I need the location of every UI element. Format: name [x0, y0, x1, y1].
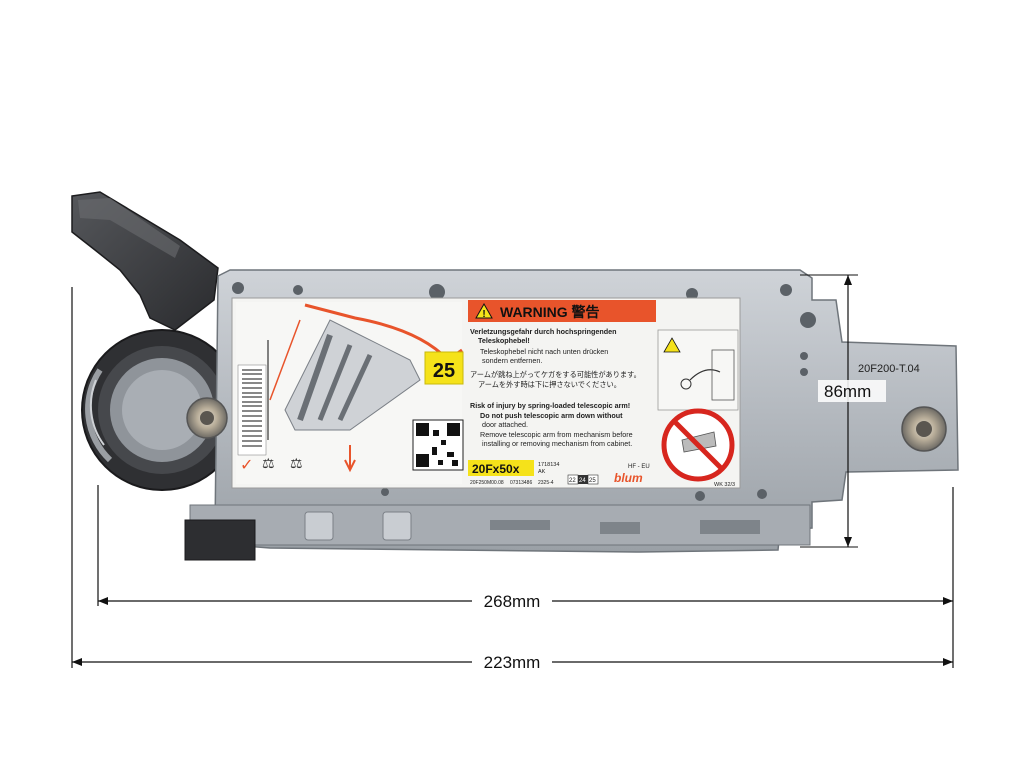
right-pictogram: WK 32/3 — [657, 329, 739, 488]
prohibited-icon — [661, 408, 735, 482]
svg-text:⚖: ⚖ — [290, 455, 303, 471]
svg-text:24: 24 — [579, 478, 586, 484]
model-name: 20Fx50x — [472, 462, 520, 476]
range-indicator: 22 24 25 — [567, 474, 599, 485]
svg-text:⚖: ⚖ — [262, 455, 275, 471]
svg-text:installing or removing mechani: installing or removing mechanism from ca… — [482, 439, 632, 448]
qr-code — [412, 419, 464, 471]
svg-text:Verletzungsgefahr durch hochsp: Verletzungsgefahr durch hochspringenden — [470, 327, 617, 336]
width-dimension-label: 268mm — [484, 592, 541, 611]
dimension-annotations — [71, 274, 954, 668]
brand-logo: blum — [614, 471, 643, 485]
instruction-sticker: ✓ ⚖ ⚖ 25 ! WARNING 警告 Verletzungsgefahr … — [231, 297, 741, 489]
left-bolt — [186, 397, 228, 439]
svg-text:22: 22 — [569, 478, 576, 484]
svg-text:2325-4: 2325-4 — [538, 480, 554, 486]
svg-text:✓: ✓ — [240, 457, 253, 474]
svg-text:25: 25 — [589, 478, 596, 484]
svg-text:WK 32/3: WK 32/3 — [714, 482, 735, 488]
part-number: 20F200-T.04 — [858, 363, 920, 375]
svg-text:Risk of injury by spring-loade: Risk of injury by spring-loaded telescop… — [470, 401, 630, 410]
svg-text:Remove telescopic arm from mec: Remove telescopic arm from mechanism bef… — [480, 430, 633, 439]
svg-text:Teleskophebel nicht nach unten: Teleskophebel nicht nach unten drücken — [480, 347, 608, 356]
svg-text:!: ! — [482, 309, 485, 320]
svg-text:AK: AK — [538, 469, 546, 475]
pictogram-area: ✓ ⚖ ⚖ — [236, 302, 463, 484]
svg-text:sondern entfernen.: sondern entfernen. — [482, 356, 542, 365]
svg-text:door attached.: door attached. — [482, 420, 528, 429]
svg-text:Teleskophebel!: Teleskophebel! — [478, 336, 530, 345]
model-box — [468, 460, 534, 476]
power-factor-value: 25 — [433, 360, 455, 382]
lever-arm — [71, 191, 219, 331]
length-dimension-label: 223mm — [484, 653, 541, 672]
height-dimension-label: 86mm — [824, 382, 871, 401]
right-bolt — [901, 406, 947, 452]
svg-text:アームが跳ね上がってケガをする可能性があります。: アームが跳ね上がってケガをする可能性があります。 — [470, 370, 641, 379]
warning-title: WARNING 警告 — [500, 304, 600, 320]
svg-text:20F250M00.08: 20F250M00.08 — [470, 480, 504, 486]
warning-header — [468, 300, 656, 322]
svg-text:Do not push telescopic arm dow: Do not push telescopic arm down without — [480, 411, 623, 420]
hf-label: HF - EU — [628, 464, 650, 470]
warning-text: Verletzungsgefahr durch hochspringenden … — [470, 327, 641, 448]
power-factor-badge — [424, 351, 464, 385]
svg-text:07313486: 07313486 — [510, 480, 532, 486]
svg-text:1718134: 1718134 — [538, 462, 559, 468]
svg-text:アームを外す時は下に押さないでください。: アームを外す時は下に押さないでください。 — [478, 380, 621, 389]
